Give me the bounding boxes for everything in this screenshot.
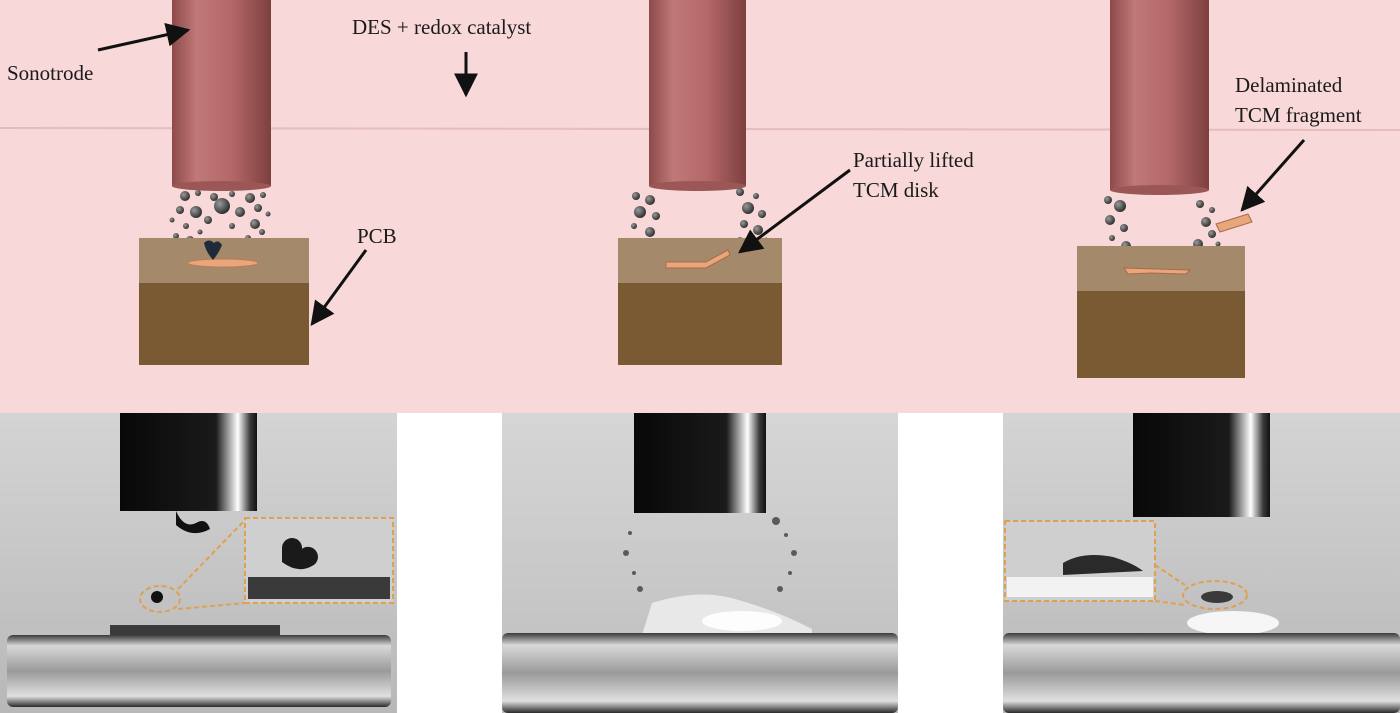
tcm-disk-1 [187,258,259,268]
sonotrode-1 [172,0,271,186]
pcb-top-3 [1077,246,1245,291]
bubbles-1 [169,190,271,251]
schematic-panel: Sonotrode DES + redox catalyst PCB Parti… [0,0,1400,413]
arrow-pcb [310,249,368,326]
tcm-disk-lifted [665,249,731,269]
photo-stage-2 [502,413,898,713]
label-pcb: PCB [357,224,397,248]
pcb-body-2 [618,283,782,365]
photo-stage-3 [1003,413,1400,713]
pcb-top-2 [618,238,782,283]
stage-1 [139,0,309,365]
pcb-body-3 [1077,291,1245,378]
photo-stage-1 [0,413,397,713]
photo-row [0,413,1400,713]
arrow-sonotrode [97,22,191,52]
label-fragment-line2: TCM fragment [1235,103,1362,127]
arrow-fragment [1240,139,1306,212]
label-lifted-line2: TCM disk [853,178,939,202]
label-fragment-line1: Delaminated [1235,73,1343,97]
label-lifted-line1: Partially lifted [853,148,974,172]
label-solution: DES + redox catalyst [352,15,532,39]
pcb-body-1 [139,283,309,365]
sonotrode-2 [649,0,746,186]
tcm-fragment [1215,213,1253,233]
tcm-remnant [1123,267,1192,275]
stage-2 [618,0,782,365]
schematic-drawing [0,0,1400,378]
label-sonotrode: Sonotrode [7,61,94,85]
stage-3 [1077,0,1253,378]
cavitation-jet-1 [204,240,222,260]
sonotrode-3 [1110,0,1209,190]
arrow-lifted [738,168,851,254]
